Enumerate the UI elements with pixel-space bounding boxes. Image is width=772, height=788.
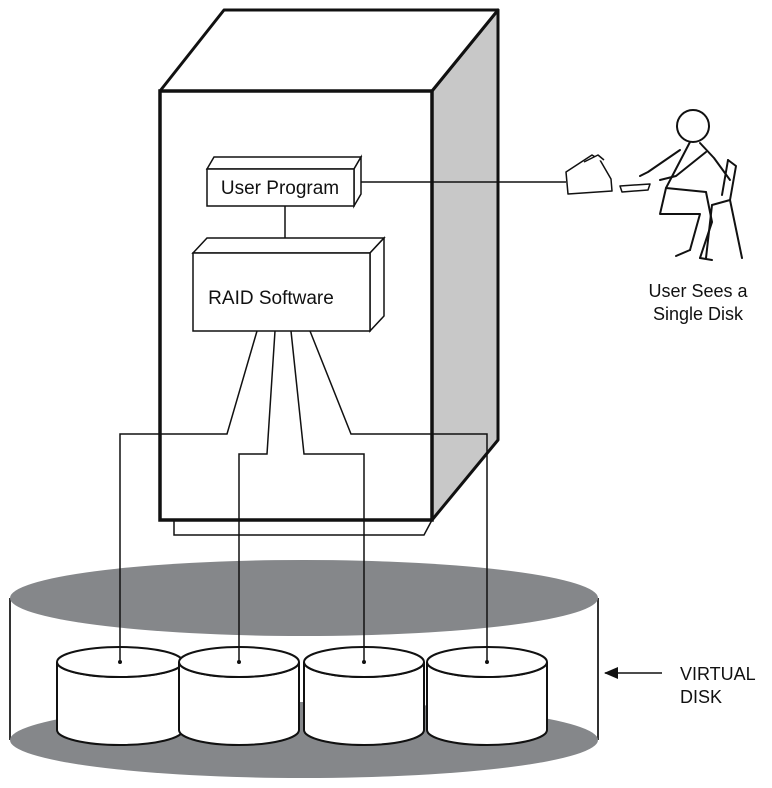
disk-wire xyxy=(238,330,276,662)
disk-wire xyxy=(290,330,365,662)
user-figure-icon xyxy=(639,109,743,261)
user-program-label: User Program xyxy=(221,178,339,199)
cabinet-base xyxy=(173,519,433,536)
user-caption-line2: Single Disk xyxy=(653,304,744,324)
raid-disk-wires xyxy=(118,330,489,664)
cabinet-side-face xyxy=(430,8,500,522)
disk-wire xyxy=(309,330,488,662)
virtual-disk-label-line1: VIRTUAL xyxy=(680,664,756,684)
raid-software-box: RAID Software xyxy=(191,236,386,333)
user-caption-line1: User Sees a xyxy=(648,281,748,301)
disk-wire xyxy=(119,330,258,662)
user-program-box: User Program xyxy=(205,154,363,209)
virtual-disk-label-line2: DISK xyxy=(680,687,722,707)
virtual-disk-top xyxy=(10,560,598,636)
terminal-icon xyxy=(565,154,651,195)
virtual-disk-arrow xyxy=(604,667,662,679)
raid-software-label: RAID Software xyxy=(208,288,334,309)
